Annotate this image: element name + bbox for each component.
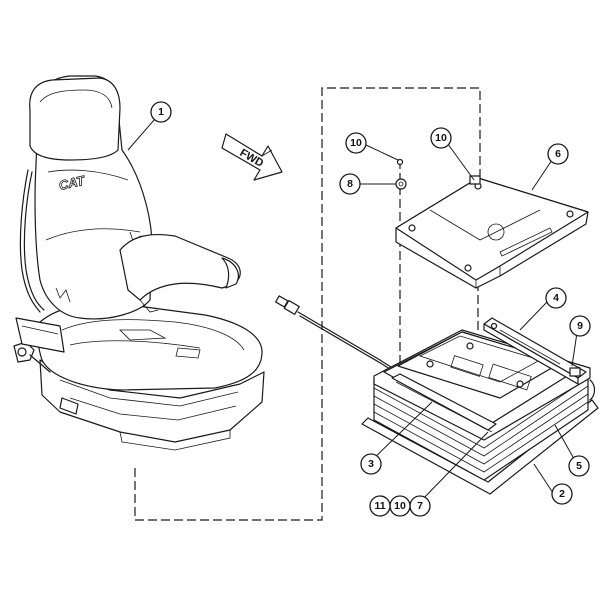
callout-5: 5	[568, 455, 590, 477]
svg-text:2: 2	[559, 488, 565, 500]
svg-text:5: 5	[576, 460, 582, 472]
callout-8: 8	[339, 173, 361, 195]
svg-text:11: 11	[374, 500, 385, 512]
callout-7: 7	[409, 495, 431, 517]
callout-1: 1	[150, 101, 172, 123]
svg-text:3: 3	[368, 458, 374, 470]
svg-text:9: 9	[577, 320, 583, 332]
slide-rail	[483, 317, 587, 385]
callout-3: 3	[360, 453, 382, 475]
seat-assembly: CAT	[13, 75, 265, 451]
svg-text:1: 1	[158, 106, 164, 118]
callout-9: 9	[569, 315, 591, 337]
fwd-label: FWD	[238, 147, 266, 170]
callout-10-bottom: 10	[389, 495, 411, 517]
forward-direction-arrow: FWD	[221, 133, 283, 181]
svg-text:10: 10	[394, 500, 406, 512]
callout-leaders	[127, 111, 579, 503]
callout-10-top: 10	[345, 132, 367, 154]
svg-text:10: 10	[435, 132, 447, 144]
cat-logo: CAT	[58, 173, 87, 193]
svg-text:6: 6	[555, 148, 561, 160]
callout-10-plate: 10	[430, 127, 452, 149]
svg-text:4: 4	[553, 292, 559, 304]
callout-4: 4	[545, 287, 567, 309]
mounting-plate	[395, 158, 589, 289]
callout-6: 6	[547, 143, 569, 165]
svg-text:10: 10	[350, 137, 362, 149]
callout-2: 2	[551, 483, 573, 505]
suspension-base	[361, 329, 599, 495]
callout-11: 11	[369, 495, 391, 517]
svg-text:7: 7	[417, 500, 423, 512]
svg-text:8: 8	[347, 178, 353, 190]
